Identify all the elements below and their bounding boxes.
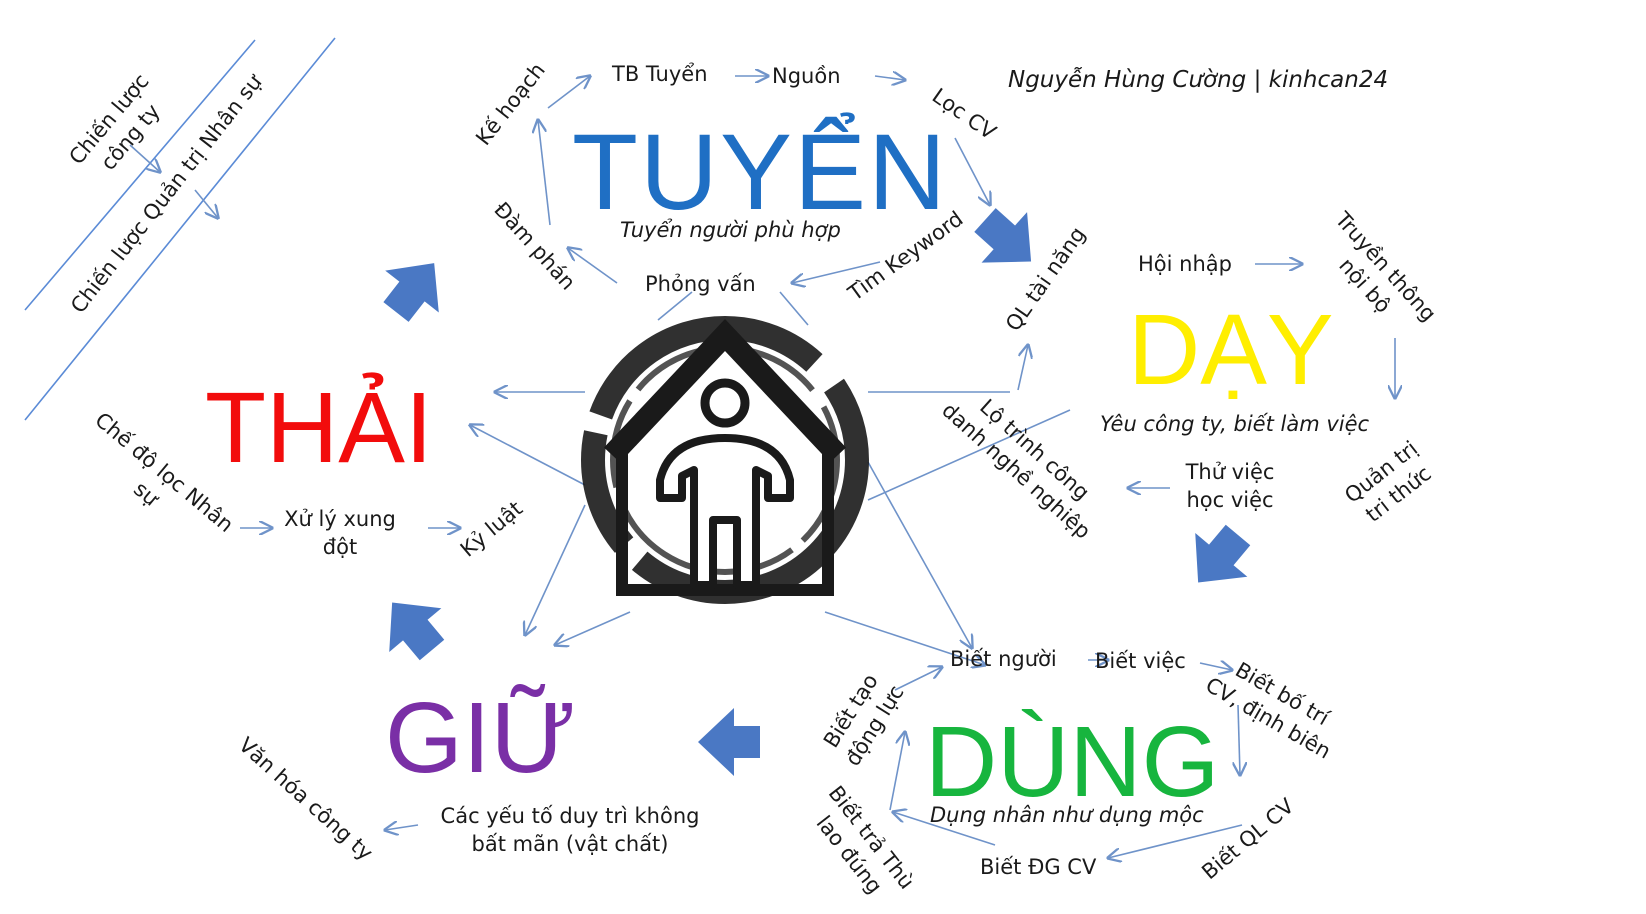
day-title: DẠY	[1128, 294, 1334, 406]
arrow-negotiate-plan	[538, 120, 551, 226]
day-step-probation: Thử việc học việc	[1185, 460, 1275, 513]
arrow-filter-down	[954, 137, 990, 205]
author-credit: Nguyễn Hùng Cường | kinhcan24	[1008, 67, 1389, 93]
thai-conflict: Xử lý xung đột	[284, 507, 396, 560]
person-in-house-icon	[581, 316, 869, 604]
block-arrow-tuyen-day	[974, 208, 1032, 263]
arrow-career-talent	[1017, 345, 1028, 391]
tuyen-title: TUYỂN	[572, 111, 949, 232]
dung-step-know-people: Biết người	[950, 647, 1057, 671]
arrow-plan-announce	[547, 76, 590, 109]
arrow-pay-motivate	[889, 732, 905, 811]
spoke-to-giu-2	[555, 611, 631, 645]
arrow-motivate-people	[894, 667, 942, 691]
strategy-arrow-2	[194, 189, 218, 218]
dung-step-evaluate: Biết ĐG CV	[980, 855, 1097, 879]
spoke-to-dung	[824, 611, 985, 665]
dung-subtitle: Dụng nhân như dụng mộc	[930, 803, 1204, 827]
spoke-to-day-2	[867, 409, 1071, 501]
arrow-source-filter	[874, 76, 905, 80]
arrow-evaluate-pay	[893, 812, 996, 846]
tuyen-subtitle: Tuyển người phù hợp	[620, 218, 841, 242]
tuyen-step-source: Nguồn	[772, 64, 841, 88]
day-step-onboard: Hội nhập	[1138, 252, 1232, 276]
arrow-arrange-manage	[1238, 704, 1240, 775]
strategy-line-1	[24, 39, 256, 311]
spoke-to-giu	[525, 504, 586, 635]
block-arrow-day-dung	[1195, 524, 1251, 583]
spoke-to-thai-2	[470, 425, 586, 486]
giu-subtitle: Các yếu tố duy trì không bất mãn (vật ch…	[440, 804, 700, 857]
day-subtitle: Yêu công ty, biết làm việc	[1100, 412, 1370, 436]
tuyen-step-announce: TB Tuyển	[612, 62, 708, 86]
block-arrow-dung-giu	[698, 708, 760, 776]
dung-title: DÙNG	[925, 706, 1220, 818]
spoke-top-left	[657, 291, 693, 321]
arrow-interview-negotiate	[568, 248, 618, 284]
dung-step-know-job: Biết việc	[1095, 649, 1186, 673]
arrow-job-arrange	[1199, 663, 1232, 670]
thai-title: THẢI	[205, 372, 433, 484]
spoke-top-right	[779, 291, 809, 326]
strategy-line-2	[24, 37, 336, 421]
tuyen-step-interview: Phỏng vấn	[645, 272, 756, 296]
strategy-arrow-1	[129, 144, 160, 172]
block-arrow-thai-tuyen	[383, 263, 439, 322]
arrow-giu-culture	[385, 825, 419, 830]
spoke-to-dung-2	[867, 461, 972, 648]
arrow-manage-evaluate	[1108, 824, 1243, 858]
block-arrow-giu-thai	[389, 602, 445, 661]
giu-title: GIỮ	[385, 682, 576, 794]
arrow-keyword-interview	[792, 261, 881, 283]
